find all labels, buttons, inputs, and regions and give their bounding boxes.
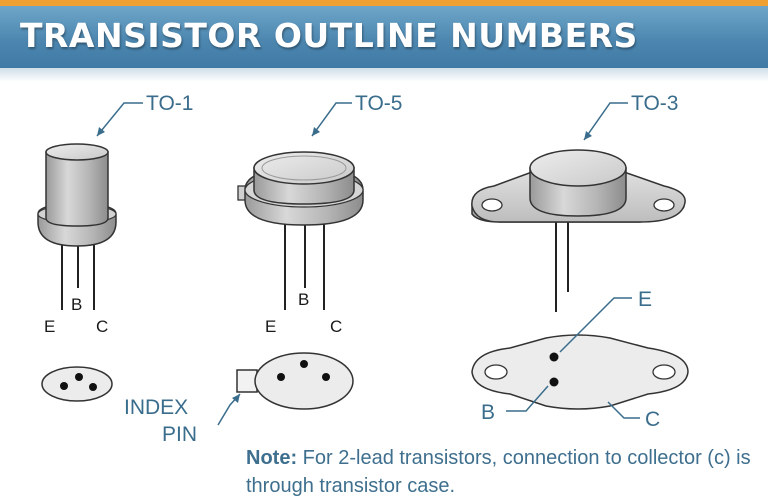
to3-lead-b-label: B bbox=[481, 401, 495, 424]
to5-lead-e-label: E bbox=[265, 317, 276, 336]
to5-callout-line bbox=[311, 102, 352, 137]
to3-mount-hole bbox=[484, 364, 508, 380]
to3-mount-hole bbox=[652, 364, 676, 380]
to3-c-callout-line bbox=[607, 401, 640, 419]
index-pin-label-line2: PIN bbox=[162, 423, 197, 446]
to5-pin-dot bbox=[300, 360, 308, 368]
to3-e-callout-line bbox=[559, 297, 632, 353]
to3-label: TO-3 bbox=[631, 92, 678, 115]
to5-index-pin bbox=[236, 369, 258, 393]
to1-lead-b-label: B bbox=[71, 295, 82, 314]
to1-pin-dot bbox=[75, 373, 83, 381]
to1-pin-dot bbox=[89, 383, 97, 391]
index-pin-label-line1: INDEX bbox=[124, 396, 188, 419]
to3-callout-line bbox=[583, 102, 628, 141]
title-banner bbox=[0, 6, 768, 68]
to5-lead-b-label: B bbox=[298, 290, 309, 309]
to3-lead-e-label: E bbox=[638, 288, 652, 311]
to1-bottom-view bbox=[41, 366, 113, 402]
to3-bottom-view bbox=[471, 334, 689, 410]
to3-mount-hole bbox=[481, 198, 503, 212]
to5-package: TO-5 INDEX PIN E B C bbox=[124, 92, 402, 446]
note-text: Note: For 2-lead transistors, connection… bbox=[246, 444, 761, 500]
to5-lead-c-label: C bbox=[330, 317, 342, 336]
to1-can bbox=[45, 151, 109, 227]
note-body: For 2-lead transistors, connection to co… bbox=[246, 447, 751, 497]
to1-package: TO-1 E B C bbox=[37, 92, 193, 402]
to5-pin-dot bbox=[322, 373, 330, 381]
page-title: TRANSISTOR OUTLINE NUMBERS bbox=[20, 16, 638, 55]
to3-mount-hole bbox=[653, 198, 675, 212]
to3-b-callout-line bbox=[506, 385, 549, 412]
to5-pin-dot bbox=[277, 373, 285, 381]
to1-label: TO-1 bbox=[146, 92, 193, 115]
to1-callout-line bbox=[96, 102, 143, 137]
to3-pin-dot-e bbox=[549, 352, 559, 362]
banner-shadow bbox=[0, 68, 768, 82]
banner-top-stripe bbox=[0, 0, 768, 6]
to1-lead-c-label: C bbox=[96, 317, 108, 336]
to3-package: TO-3 E B C bbox=[471, 92, 689, 431]
to3-pin-dot-b bbox=[549, 377, 559, 387]
to5-bottom-view bbox=[254, 352, 354, 410]
to3-lead-c-label: C bbox=[645, 408, 660, 431]
to1-pin-dot bbox=[60, 382, 68, 390]
to5-label: TO-5 bbox=[355, 92, 402, 115]
to1-lead-e-label: E bbox=[44, 317, 55, 336]
note-label: Note: bbox=[246, 447, 298, 469]
